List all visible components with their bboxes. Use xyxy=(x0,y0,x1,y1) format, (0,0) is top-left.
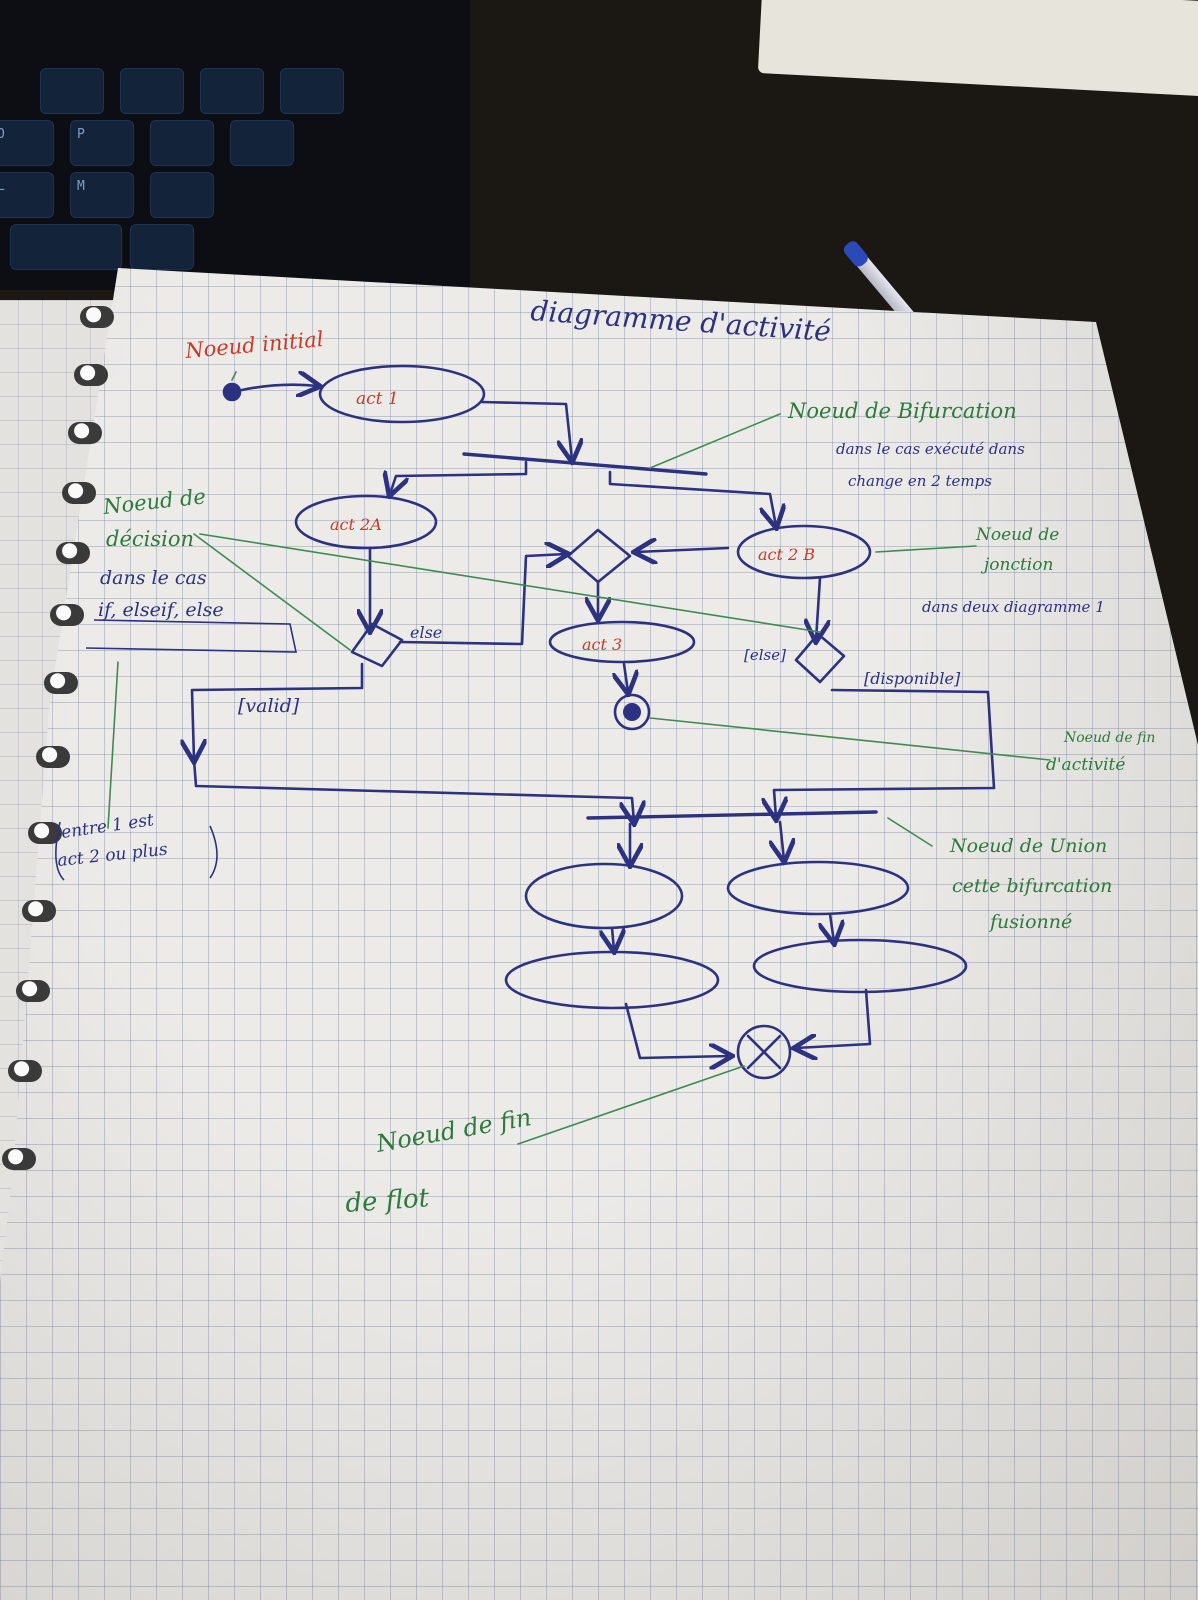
merge-node-center xyxy=(566,528,632,584)
flow-disponible-to-union xyxy=(774,688,996,818)
flow-fork-to-act2b xyxy=(608,470,776,526)
annotation-union-3: fusionné xyxy=(988,911,1072,933)
annotation-decision-4: if, elseif, else xyxy=(98,599,224,621)
flow-union-right xyxy=(780,820,784,860)
annotation-join-1: Noeud de xyxy=(975,525,1059,545)
guard-else-left: else xyxy=(410,623,442,642)
activity-unnamed-2 xyxy=(726,860,910,916)
union-bar xyxy=(586,810,878,820)
annotation-pointers xyxy=(107,371,1051,1145)
flow-valid-down xyxy=(192,662,364,760)
annotation-union-2: cette bifurcation xyxy=(952,875,1112,897)
annotation-flow-end-1: Noeud de fin xyxy=(373,1103,533,1158)
ring xyxy=(8,1060,42,1082)
keyboard-key xyxy=(130,224,194,270)
keyboard-key xyxy=(120,68,184,114)
annotation-join-2: jonction xyxy=(980,555,1053,575)
annotation-between-1: entre 1 est xyxy=(60,810,155,843)
ring xyxy=(28,822,62,844)
ring xyxy=(22,900,56,922)
keyboard-key xyxy=(230,120,294,166)
flow-act1-to-fork xyxy=(480,400,572,460)
annotation-decision-3: dans le cas xyxy=(100,567,207,589)
ring xyxy=(68,422,102,444)
guard-else-right: [else] xyxy=(744,646,786,664)
guard-valid: [valid] xyxy=(238,695,300,717)
keyboard: O P L M xyxy=(0,0,470,290)
annotation-between-2: act 2 ou plus xyxy=(56,839,168,870)
flow-act3-to-end xyxy=(624,662,628,692)
annotation-decision-1: Noeud de xyxy=(101,484,207,519)
keyboard-key xyxy=(10,224,122,270)
ring xyxy=(50,604,84,626)
activity-unnamed-1 xyxy=(524,862,684,930)
ring xyxy=(16,980,50,1002)
flow-final-node xyxy=(736,1024,792,1080)
activity-unnamed-4 xyxy=(752,938,968,994)
annotation-activity-end-1: Noeud de fin xyxy=(1063,730,1155,746)
flow-decision-else-to-merge xyxy=(398,554,566,646)
ring xyxy=(2,1148,36,1170)
annotation-join-3: dans deux diagramme 1 xyxy=(922,598,1105,616)
label-act3: act 3 xyxy=(582,635,622,654)
keyboard-key: L xyxy=(0,172,54,218)
ring xyxy=(44,672,78,694)
keyboard-key xyxy=(40,68,104,114)
guard-disponible: [disponible] xyxy=(864,669,961,688)
activity-act1 xyxy=(318,364,486,424)
fork-bar xyxy=(462,452,708,476)
activity-unnamed-3 xyxy=(504,950,720,1010)
flow-to-union xyxy=(192,758,634,822)
flow-unnamed-4-to-flow-end xyxy=(796,988,872,1048)
flow-fork-to-act2a xyxy=(390,460,528,494)
annotation-flow-end-2: de flot xyxy=(344,1183,430,1219)
ring xyxy=(74,364,108,386)
activity-act2b xyxy=(736,524,872,580)
flow-initial-to-act1 xyxy=(240,385,318,390)
activity-act3 xyxy=(548,620,696,664)
activity-act2a xyxy=(294,494,438,550)
annotation-fork-node: Noeud de Bifurcation xyxy=(787,399,1017,423)
flow-unnamed-2-to-4 xyxy=(830,912,834,942)
annotation-fork-note-2: change en 2 temps xyxy=(848,472,992,490)
label-act1: act 1 xyxy=(356,389,399,409)
keyboard-key: M xyxy=(70,172,134,218)
ring xyxy=(80,306,114,328)
ring xyxy=(36,746,70,768)
diagram-title: diagramme d'activité xyxy=(530,294,833,348)
keyboard-key xyxy=(150,120,214,166)
annotation-initial-node: Noeud initial xyxy=(183,327,324,363)
label-act2a: act 2A xyxy=(330,515,382,534)
ring xyxy=(56,542,90,564)
annotation-fork-note-1: dans le cas exécuté dans xyxy=(836,440,1025,458)
keyboard-key: O xyxy=(0,120,54,166)
keyboard-key: P xyxy=(70,120,134,166)
decision-node-right xyxy=(794,632,846,684)
initial-node xyxy=(222,382,242,402)
keyboard-key xyxy=(200,68,264,114)
annotation-union-1: Noeud de Union xyxy=(949,835,1107,857)
flow-final-cross xyxy=(746,1034,782,1070)
keyboard-key xyxy=(280,68,344,114)
activity-final-node xyxy=(613,693,651,731)
flow-act2b-to-merge xyxy=(636,548,730,552)
annotation-activity-end-2: d'activité xyxy=(1046,755,1125,775)
decision-node-left xyxy=(350,622,404,668)
flow-unnamed-3-to-flow-end xyxy=(624,1002,730,1058)
annotation-decision-2: décision xyxy=(106,527,194,551)
flow-unnamed-1-to-3 xyxy=(612,926,614,950)
ring xyxy=(62,482,96,504)
flow-act2b-to-decision xyxy=(816,576,820,640)
keyboard-key xyxy=(150,172,214,218)
label-act2b: act 2 B xyxy=(758,545,815,564)
